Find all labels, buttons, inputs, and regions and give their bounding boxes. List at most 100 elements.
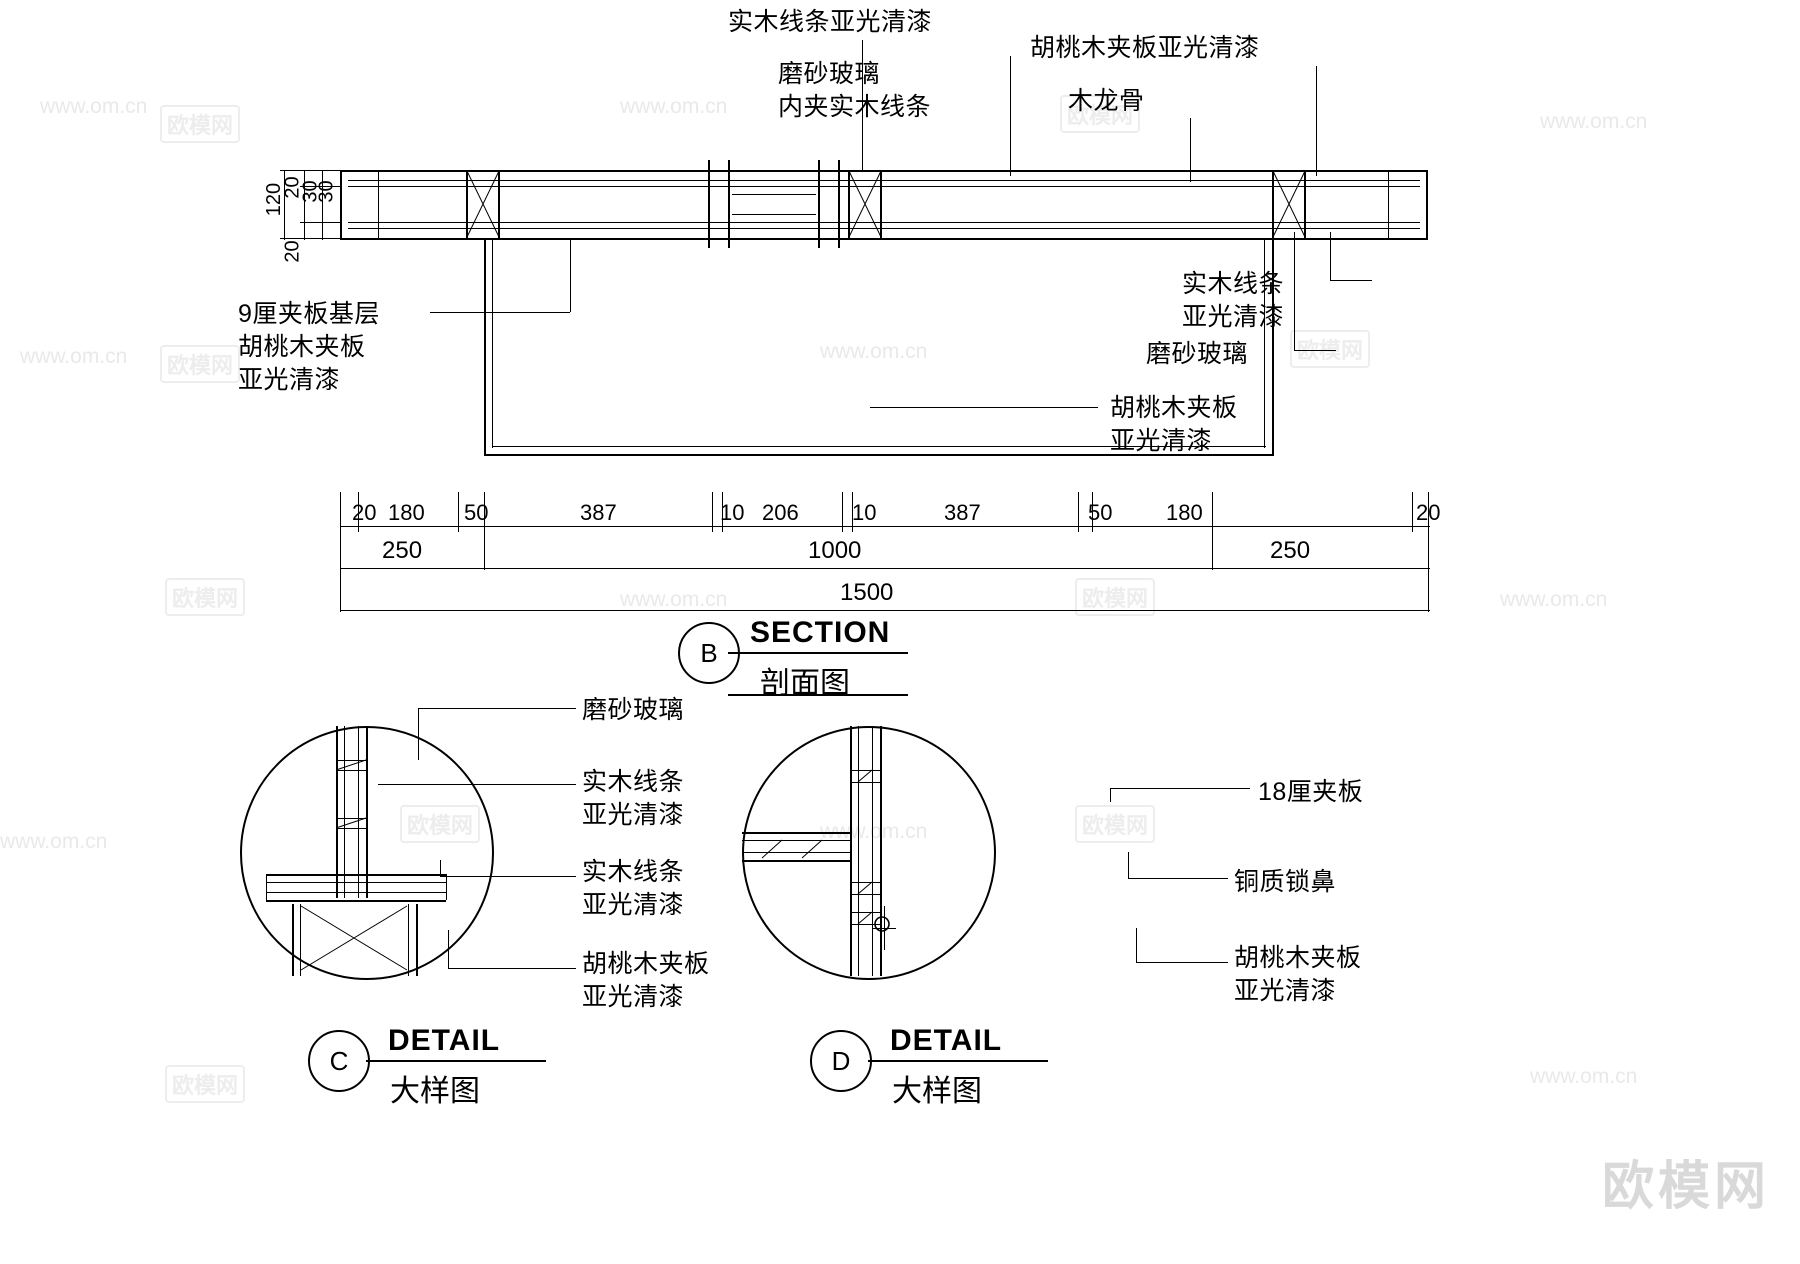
leader-line xyxy=(870,407,1098,408)
stile-block xyxy=(466,170,500,238)
watermark-text: www.om.cn xyxy=(0,830,108,853)
leader-line xyxy=(378,784,576,785)
dimension-row-3: 1500 xyxy=(340,568,1430,612)
section-tag-label: B xyxy=(700,637,718,668)
callout-solid-wood-line-c2: 实木线条 亚光清漆 xyxy=(582,858,685,919)
leader-line xyxy=(1110,788,1250,789)
body-left-inner xyxy=(492,238,493,448)
detail-c-drawing: 磨砂玻璃 实木线条 亚光清漆 实木线条 亚光清漆 胡桃木夹板 亚光清漆 xyxy=(0,680,760,1264)
assembly-left-edge xyxy=(340,170,342,240)
section-title-en: SECTION xyxy=(750,616,891,649)
dim-50-right: 50 xyxy=(1088,500,1113,525)
leader-line xyxy=(1128,852,1129,878)
callout-wood-keel: 木龙骨 xyxy=(1068,87,1145,115)
watermark-text: www.om.cn xyxy=(1500,588,1608,611)
callout-9mm-plywood-base: 9厘夹板基层 胡桃木夹板 亚光清漆 xyxy=(238,300,380,394)
detail-c-underline xyxy=(366,1060,546,1062)
dim-20-right: 20 xyxy=(1416,500,1441,525)
watermark-badge: 欧模网 xyxy=(165,578,246,616)
watermark-text: www.om.cn xyxy=(20,345,128,368)
assembly-inner-line xyxy=(348,228,1420,229)
callout-frosted-glass-right: 磨砂玻璃 xyxy=(1146,340,1249,368)
callout-frosted-glass-wood-insert: 磨砂玻璃 内夹实木线条 xyxy=(778,60,932,121)
assembly-inner-line xyxy=(348,186,1420,187)
assembly-top-edge xyxy=(340,170,1428,172)
leader-line xyxy=(1136,928,1137,962)
detail-c-title-en: DETAIL xyxy=(388,1024,501,1057)
callout-walnut-plywood-d: 胡桃木夹板 亚光清漆 xyxy=(1234,944,1362,1005)
detail-c-content xyxy=(240,726,490,976)
leader-line xyxy=(1316,66,1317,176)
leader-line xyxy=(1330,280,1372,281)
body-left-edge xyxy=(484,238,486,456)
dim-387-right: 387 xyxy=(944,500,981,525)
assembly-inner-line xyxy=(348,180,1420,181)
stile-block xyxy=(848,170,882,238)
dim-20b: 20 xyxy=(281,240,304,263)
dim-30b: 30 xyxy=(315,180,338,203)
leader-line xyxy=(430,312,570,313)
dim-10-b: 10 xyxy=(852,500,877,525)
body-bottom-inner xyxy=(492,446,1266,447)
leader-line xyxy=(1190,118,1191,182)
callout-brass-lock-nose: 铜质锁鼻 xyxy=(1234,868,1337,896)
watermark-badge: 欧模网 xyxy=(160,345,241,383)
body-right-inner xyxy=(1264,238,1265,448)
leader-line xyxy=(1136,962,1228,963)
watermark-badge: 欧模网 xyxy=(1075,578,1156,616)
leader-line xyxy=(418,708,419,760)
detail-c-title-cn: 大样图 xyxy=(390,1075,480,1108)
watermark-badge: 欧模网 xyxy=(160,105,241,143)
detail-d-tag-label: D xyxy=(831,1045,851,1076)
watermark-badge: 欧模网 xyxy=(1075,805,1156,843)
dim-50-left: 50 xyxy=(464,500,489,525)
detail-c-tag-label: C xyxy=(329,1045,349,1076)
assembly-bottom-edge xyxy=(340,238,1428,240)
center-mullion-left xyxy=(706,160,732,248)
callout-walnut-plywood-matte: 胡桃木夹板亚光清漆 xyxy=(1030,34,1260,62)
leader-line xyxy=(1294,350,1336,351)
dim-180-right: 180 xyxy=(1166,500,1203,525)
leader-line xyxy=(1110,788,1111,802)
dim-387-left: 387 xyxy=(580,500,617,525)
center-mullion-right xyxy=(816,160,842,248)
dim-180-left: 180 xyxy=(388,500,425,525)
detail-d-title-en: DETAIL xyxy=(890,1024,1003,1057)
dimension-row-1: 20 180 50 387 10 206 10 387 50 180 20 xyxy=(340,490,1440,532)
leader-line xyxy=(862,40,863,172)
callout-18mm-plywood: 18厘夹板 xyxy=(1258,778,1364,806)
dim-1500: 1500 xyxy=(840,579,894,606)
detail-d-circle xyxy=(742,726,996,980)
leader-line xyxy=(1010,56,1011,176)
dim-1000: 1000 xyxy=(808,537,862,564)
section-drawing: 实木线条亚光清漆 磨砂玻璃 内夹实木线条 胡桃木夹板亚光清漆 木龙骨 实木线条 … xyxy=(238,8,1440,700)
callout-solid-wood-line-matte-right: 实木线条 亚光清漆 xyxy=(1182,270,1285,331)
dim-206: 206 xyxy=(762,500,799,525)
detail-d-title-cn: 大样图 xyxy=(892,1075,982,1108)
watermark-text: www.om.cn xyxy=(40,95,148,118)
leader-line xyxy=(570,240,571,312)
dim-20-left: 20 xyxy=(352,500,377,525)
dimension-row-2: 250 1000 250 xyxy=(340,526,1430,570)
leader-line xyxy=(1330,232,1331,280)
leader-line xyxy=(440,876,576,877)
leader-line xyxy=(418,708,576,709)
detail-d-drawing: 18厘夹板 铜质锁鼻 胡桃木夹板 亚光清漆 xyxy=(740,680,1800,1264)
dim-10-a: 10 xyxy=(720,500,745,525)
assembly-divider xyxy=(1388,170,1389,238)
dim-250-right: 250 xyxy=(1270,537,1311,564)
callout-frosted-glass-c: 磨砂玻璃 xyxy=(582,696,685,724)
detail-c-tag-circle: C xyxy=(308,1030,370,1092)
assembly-divider xyxy=(378,170,379,238)
watermark-badge: 欧模网 xyxy=(1060,95,1141,133)
leader-line xyxy=(1128,878,1228,879)
detail-d-tag-circle: D xyxy=(810,1030,872,1092)
leader-line xyxy=(448,968,576,969)
dim-250-left: 250 xyxy=(382,537,423,564)
body-right-edge xyxy=(1272,238,1274,456)
assembly-right-edge xyxy=(1426,170,1428,240)
watermark-text: www.om.cn xyxy=(620,95,728,118)
callout-walnut-plywood-matte-right: 胡桃木夹板 亚光清漆 xyxy=(1110,394,1238,455)
callout-solid-wood-matte-lacquer: 实木线条亚光清漆 xyxy=(728,8,933,36)
callout-solid-wood-line-c1: 实木线条 亚光清漆 xyxy=(582,768,685,829)
